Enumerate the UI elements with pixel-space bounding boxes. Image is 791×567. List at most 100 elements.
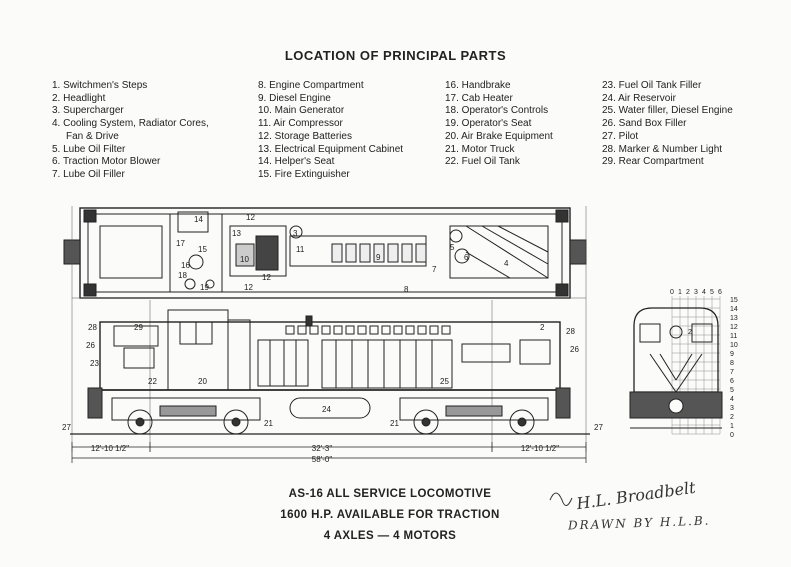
elevation-label: 28: [88, 323, 97, 332]
part-item: 26. Sand Box Filler: [602, 118, 687, 130]
plan-label: 8: [404, 285, 409, 294]
plan-label: 19: [200, 283, 209, 292]
elevation-label: 23: [90, 359, 99, 368]
part-item: 16. Handbrake: [445, 80, 511, 91]
parts-list-col-2: 8. Engine Compartment 9. Diesel Engine 1…: [258, 80, 403, 182]
elevation-label: 25: [440, 377, 449, 386]
plan-label: 17: [176, 239, 185, 248]
plan-label: 6: [464, 253, 469, 262]
dimension-label: 58'-0": [312, 455, 333, 464]
plan-label: 13: [232, 229, 241, 238]
plan-label: 15: [198, 245, 207, 254]
caption-line-3: 4 AXLES — 4 MOTORS: [323, 530, 457, 542]
part-item: 28. Marker & Number Light: [602, 143, 723, 155]
scale-top-label: 2: [686, 289, 690, 296]
plan-label: 12: [262, 273, 271, 282]
scale-right-label: 5: [730, 387, 734, 394]
part-item: 15. Fire Extinguisher: [258, 168, 350, 180]
scale-right-label: 3: [730, 405, 734, 412]
scale-right-label: 11: [730, 333, 737, 340]
scale-right-label: 4: [730, 396, 734, 403]
part-item: 27. Pilot: [602, 130, 639, 142]
plan-label: 12: [244, 283, 253, 292]
scale-right-label: 15: [730, 297, 738, 304]
side-elevation: 28 29 26 23 22 20 24 25 21 21 27 27 28 2…: [62, 309, 603, 435]
scale-top-label: 0: [670, 289, 674, 296]
caption-line-1: AS-16 ALL SERVICE LOCOMOTIVE: [288, 488, 492, 500]
part-item: 12. Storage Batteries: [258, 130, 352, 142]
elevation-label: 27: [62, 423, 71, 432]
scale-right-label: 10: [730, 342, 738, 349]
scale-right-label: 6: [730, 378, 734, 385]
plan-view: 14 12 12 13 3 11 9 6 5 4 7 17 15 16 10 1…: [63, 207, 587, 299]
scale-right-label: 8: [730, 360, 734, 367]
plan-label: 3: [293, 229, 298, 238]
elevation-label: 21: [390, 419, 399, 428]
dimension-label: 12'-10 1/2": [521, 444, 559, 453]
dimension-lines: 12'-10 1/2" 32'-3" 12'-10 1/2" 58'-0": [71, 442, 587, 464]
parts-list-col-4: 23. Fuel Oil Tank Filler 24. Air Reservo…: [602, 80, 733, 169]
plan-label: 11: [296, 245, 305, 254]
plan-label: 10: [240, 255, 249, 264]
scale-right-label: 12: [730, 324, 738, 331]
part-item: 14. Helper's Seat: [258, 156, 335, 168]
part-item: 20. Air Brake Equipment: [445, 130, 553, 142]
part-item: 2. Headlight: [52, 92, 106, 104]
scale-right-label: 13: [730, 315, 738, 322]
elevation-label: 28: [566, 327, 575, 336]
plan-label: 16: [181, 261, 190, 270]
part-item: 1. Switchmen's Steps: [52, 80, 148, 91]
part-item: 23. Fuel Oil Tank Filler: [602, 80, 702, 91]
part-item: 29. Rear Compartment: [602, 156, 704, 168]
scale-top-label: 1: [678, 289, 682, 296]
plan-label: 12: [246, 213, 255, 222]
plan-label: 14: [194, 215, 203, 224]
caption-line-2: 1600 H.P. AVAILABLE FOR TRACTION: [280, 509, 500, 521]
rear-truck: [111, 397, 261, 435]
scale-right-label: 9: [730, 351, 734, 358]
part-item: 5. Lube Oil Filter: [52, 143, 126, 155]
plan-label: 4: [504, 259, 509, 268]
part-item: 9. Diesel Engine: [258, 92, 331, 104]
part-item: 24. Air Reservoir: [602, 92, 676, 104]
elevation-label: 26: [86, 341, 95, 350]
elevation-label: 22: [148, 377, 157, 386]
part-item: 22. Fuel Oil Tank: [445, 156, 520, 168]
elevation-label: 27: [594, 423, 603, 432]
parts-list-col-1: 1. Switchmen's Steps 2. Headlight 3. Sup…: [52, 80, 209, 182]
scale-right-label: 7: [730, 369, 734, 376]
part-item: 3. Supercharger: [52, 105, 124, 117]
elevation-label: 29: [134, 323, 143, 332]
plan-label: 9: [376, 253, 381, 262]
elevation-label: 20: [198, 377, 207, 386]
end-view-label: 2: [688, 329, 692, 336]
end-view: 2 0 1 2 3 4 5 6 15 14 13 12 11 10 9 8 7: [629, 289, 738, 439]
part-item: 18. Operator's Controls: [445, 105, 549, 117]
part-item: 19. Operator's Seat: [445, 118, 532, 130]
scale-right-label: 1: [730, 423, 734, 430]
scale-right-label: 14: [730, 306, 738, 313]
scale-top-label: 4: [702, 289, 706, 296]
scale-right-label: 2: [730, 414, 734, 421]
parts-list-col-3: 16. Handbrake 17. Cab Heater 18. Operato…: [445, 80, 553, 169]
scale-top-label: 6: [718, 289, 722, 296]
diagram-title: LOCATION OF PRINCIPAL PARTS: [284, 48, 507, 63]
part-item: 21. Motor Truck: [445, 143, 515, 155]
front-truck: [399, 397, 549, 435]
part-item: 4. Cooling System, Radiator Cores,: [52, 118, 209, 130]
plan-label: 18: [178, 271, 187, 280]
elevation-label: 21: [264, 419, 273, 428]
dimension-label: 12'-10 1/2": [91, 444, 129, 453]
dimension-label: 32'-3": [312, 444, 333, 453]
part-item: 8. Engine Compartment: [258, 80, 364, 91]
part-item: 10. Main Generator: [258, 105, 345, 117]
part-item: 25. Water filler, Diesel Engine: [602, 105, 733, 117]
part-item: 6. Traction Motor Blower: [52, 156, 161, 168]
scale-top-label: 5: [710, 289, 714, 296]
elevation-label: 24: [322, 405, 331, 414]
part-item: Fan & Drive: [66, 130, 119, 142]
part-item: 17. Cab Heater: [445, 92, 513, 104]
scale-right-label: 0: [730, 432, 734, 439]
